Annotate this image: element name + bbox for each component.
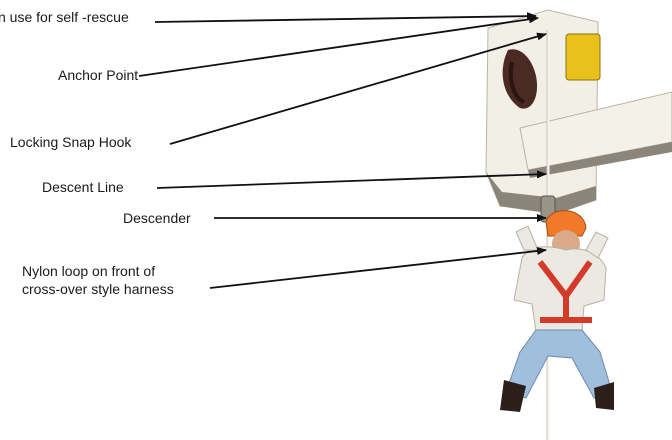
label-nylon-loop-line1: Nylon loop on front of [22,263,156,279]
label-locking-snap-hook: Locking Snap Hook [10,134,132,150]
aerial-bucket [485,9,601,215]
callout-arrows [138,12,547,289]
boom-arm [519,91,672,178]
arrow-anchor-point [138,15,539,77]
arrow-nylon-loop [209,247,547,289]
caption-text: n use for self -rescue [0,9,129,25]
arrow-locking-snap-hook [169,32,547,145]
arrow-descent-line [156,170,547,189]
label-anchor-point: Anchor Point [58,67,139,83]
arrow-caption [154,12,537,23]
label-descender: Descender [123,210,191,226]
label-descent-line: Descent Line [42,179,124,195]
label-nylon-loop-line2: cross-over style harness [22,281,174,297]
worker-figure [500,210,614,412]
